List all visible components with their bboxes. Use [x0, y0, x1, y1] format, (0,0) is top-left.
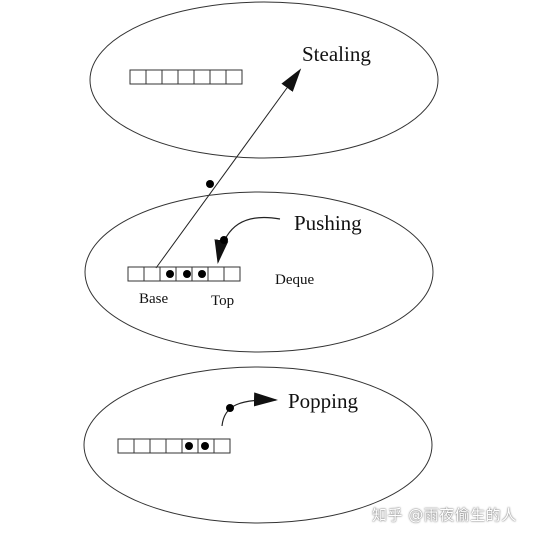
- pushed-task-dot: [220, 236, 228, 244]
- deque-cell: [127, 266, 145, 282]
- task-dot: [185, 442, 193, 450]
- task-dot: [198, 270, 206, 278]
- popping-label: Popping: [288, 389, 359, 413]
- stealing-label: Stealing: [302, 42, 371, 66]
- empty-deque-stealing: [129, 69, 243, 85]
- process-ellipse-popping: [83, 366, 433, 524]
- deque-cell: [193, 69, 211, 85]
- deque-cell: [213, 438, 231, 454]
- deque-cell: [207, 266, 225, 282]
- deque-main: [127, 266, 241, 282]
- deque-cell: [177, 69, 195, 85]
- popping-arrow: [221, 392, 278, 427]
- deque-cell: [209, 69, 227, 85]
- process-ellipse-pushing: [84, 191, 434, 353]
- base-label: Base: [139, 291, 169, 307]
- task-dot: [166, 270, 174, 278]
- pushing-arrow: [214, 216, 281, 264]
- stolen-task-dot: [206, 180, 214, 188]
- deque-cell: [161, 69, 179, 85]
- stealing-arrow: [155, 68, 302, 269]
- deque-cell: [133, 438, 151, 454]
- deque-cell: [165, 438, 183, 454]
- deque-cell: [129, 69, 147, 85]
- deque-cell: [149, 438, 167, 454]
- popped-task-dot: [226, 404, 234, 412]
- pushing-label: Pushing: [294, 211, 362, 235]
- deque-popping: [117, 438, 231, 454]
- deque-cell: [225, 69, 243, 85]
- task-dot: [201, 442, 209, 450]
- deque-cell: [117, 438, 135, 454]
- deque-cell: [143, 266, 161, 282]
- deque-cell: [145, 69, 163, 85]
- task-dot: [183, 270, 191, 278]
- deque-cell: [223, 266, 241, 282]
- top-label: Top: [211, 293, 234, 309]
- watermark: 知乎 @雨夜偷生的人: [372, 506, 517, 524]
- deque-label: Deque: [275, 272, 314, 288]
- process-ellipse-stealing: [89, 1, 439, 159]
